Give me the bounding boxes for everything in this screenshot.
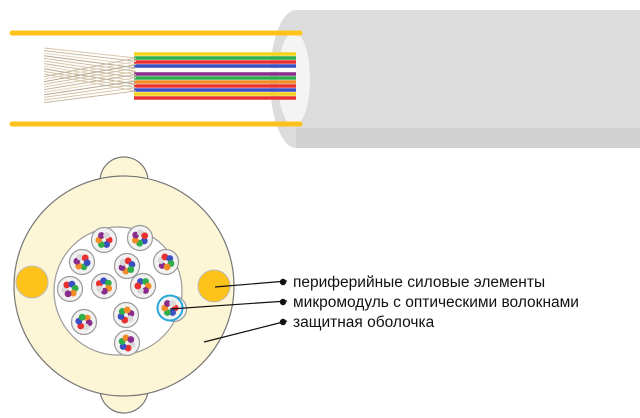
micromodule-tube-ring — [129, 272, 157, 300]
micromodule — [152, 248, 180, 276]
micromodule — [90, 226, 118, 254]
micromodule — [56, 275, 84, 303]
optical-fiber — [69, 289, 77, 297]
optical-fiber — [163, 263, 171, 271]
bare-fiber — [43, 55, 137, 69]
micromodule-highlighted — [156, 294, 184, 322]
leader-strength — [214, 280, 288, 288]
optical-fiber — [127, 266, 135, 273]
sheath-shadow — [296, 128, 640, 148]
micromodule-tube-ring — [152, 248, 180, 276]
label-strength-members: периферийные силовые элементы — [293, 274, 545, 291]
micromodule-tube-ring — [112, 301, 140, 329]
micromodule-tube-ring — [68, 248, 96, 276]
bare-fiber — [43, 83, 137, 98]
optical-fiber — [104, 279, 112, 287]
micromodule — [90, 272, 118, 300]
micromodule-tube-ring — [90, 226, 118, 254]
bare-fiber — [43, 64, 137, 83]
micromodule — [129, 272, 157, 300]
bare-fiber — [43, 57, 137, 72]
bare-fiber — [43, 87, 137, 101]
leader-dot-strength — [279, 278, 287, 286]
bare-fiber — [43, 80, 137, 96]
micromodule-tube-ring — [126, 224, 154, 252]
optical-fiber — [164, 300, 171, 307]
micromodules — [56, 224, 188, 357]
bare-fiber — [43, 90, 137, 104]
bare-fiber — [43, 60, 137, 80]
optical-fiber — [134, 282, 142, 290]
micromodule — [113, 329, 141, 357]
micromodule-tube-ring — [90, 272, 118, 300]
bare-fibers — [43, 47, 137, 104]
optical-fiber — [98, 232, 105, 239]
optical-fiber — [118, 264, 126, 271]
bare-fiber — [43, 52, 137, 66]
optical-fiber — [78, 313, 86, 321]
leader-dot-sheath — [279, 318, 287, 326]
optical-fiber — [83, 259, 91, 267]
bare-fiber — [43, 47, 137, 59]
cable-side-view — [9, 10, 640, 148]
strength-element-left — [15, 265, 49, 299]
micromodule-tube-ring — [113, 329, 141, 357]
bare-fiber — [43, 77, 137, 93]
optical-fiber — [103, 232, 110, 239]
optical-fiber — [76, 253, 84, 261]
label-sheath: защитная оболочка — [293, 314, 435, 331]
leader-micromodule — [169, 300, 288, 310]
optical-fiber — [141, 232, 149, 240]
optical-fiber — [96, 285, 104, 293]
outer-sheath — [296, 10, 640, 148]
bare-fiber — [43, 74, 137, 91]
micromodule — [126, 224, 154, 252]
cable-cross-section: периферийные силовые элементы микромодул… — [13, 156, 579, 414]
micromodule-tubes — [134, 52, 296, 100]
optical-fiber — [64, 290, 72, 298]
optical-fiber — [169, 300, 177, 307]
micromodule-tube-ring — [56, 275, 84, 303]
micromodule — [70, 308, 98, 336]
bare-fiber — [43, 57, 137, 78]
micromodule — [113, 252, 141, 280]
micromodule-tube-ring — [113, 252, 141, 280]
bare-fiber — [43, 50, 137, 62]
optical-fiber — [169, 309, 177, 316]
micromodule — [68, 248, 96, 276]
optical-fiber — [119, 343, 127, 350]
bare-fiber — [43, 67, 137, 85]
optical-fiber — [82, 323, 90, 331]
leader-dot-micromodule — [279, 298, 287, 306]
optical-fiber — [166, 255, 174, 262]
bare-fiber — [43, 70, 137, 88]
optical-fiber — [131, 236, 139, 244]
label-micromodule: микромодуль с оптическими волокнами — [293, 294, 579, 311]
leader-sheath — [203, 320, 288, 343]
micromodule-tube-ring — [70, 308, 98, 336]
optical-fiber — [128, 261, 136, 268]
optical-fiber — [127, 336, 135, 343]
optical-fiber — [63, 281, 71, 289]
micromodule — [112, 301, 140, 329]
optical-fiber — [123, 306, 131, 314]
optical-fiber — [142, 287, 149, 294]
optical-fiber — [103, 241, 110, 248]
